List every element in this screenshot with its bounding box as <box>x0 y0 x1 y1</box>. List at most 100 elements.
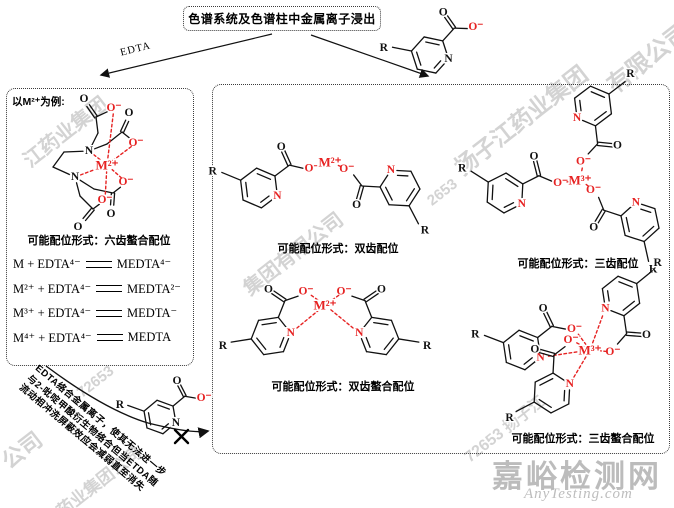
equilibrium-sign <box>96 309 123 317</box>
edta-panel-box <box>6 88 194 366</box>
ominus-atom-label: O⁻ <box>468 21 483 33</box>
o-atom-label: O <box>530 344 539 356</box>
ominus-atom-label: O⁻ <box>298 286 313 298</box>
ominus-atom-label: O⁻ <box>106 102 121 114</box>
o-atom-label: O <box>264 283 273 295</box>
ominus-atom-label: O⁻ <box>564 334 579 346</box>
m2-atom-label: M²⁺ <box>318 155 341 170</box>
ominus-atom-label: O⁻ <box>567 323 582 335</box>
n-atom-label: N <box>444 53 453 65</box>
r-atom-label: R <box>423 340 432 352</box>
n-atom-label: N <box>632 196 641 208</box>
equation-rhs: MEDTA <box>127 330 172 345</box>
ominus-atom-label: O⁻ <box>553 177 568 189</box>
o-atom-label: O <box>529 150 538 162</box>
pyridine-carboxylate-ligand: N O O⁻ R <box>335 282 433 356</box>
n-atom-label: N <box>172 417 181 429</box>
equilibrium-sign <box>96 285 123 293</box>
site-watermark-url: AnyTesting.com <box>524 486 633 502</box>
n-atom-label: N <box>566 378 575 390</box>
structure-bidentate-chelate: N O O⁻ R N O O⁻ R M²⁺ <box>217 282 433 356</box>
o-atom-label: O <box>642 329 651 341</box>
equation-rhs: MEDTA⁻ <box>127 306 178 321</box>
blocked-arrow-arc <box>45 365 210 445</box>
title-box: 色谱系统及色谱柱中金属离子浸出 <box>183 6 381 31</box>
ominus-atom-label: O⁻ <box>304 162 319 174</box>
n-atom-label: N <box>601 302 610 314</box>
branch-arrows <box>99 33 430 78</box>
ominus-atom-label: O⁻ <box>97 194 112 206</box>
o-atom-label: O <box>80 93 89 105</box>
m3-atom-label: M³⁺ <box>568 173 591 188</box>
equations-block: M + EDTA⁴⁻ MEDTA⁴⁻ M²⁺ + EDTA⁴⁻ MEDTA²⁻ … <box>13 252 181 350</box>
pyridine-carboxylate-ligand: NOO⁻R <box>338 161 431 237</box>
equation-row: M + EDTA⁴⁻ MEDTA⁴⁻ <box>13 252 181 277</box>
site-watermark: 嘉峪检测网 <box>492 459 662 494</box>
coordination-panel-box <box>212 84 670 454</box>
pyridine-carboxylate-ligand: NOO⁻R <box>571 67 636 170</box>
arrow-to-edta <box>99 33 273 78</box>
pyridine-carboxylate-ligand: N O O⁻ R <box>378 5 485 74</box>
equilibrium-sign <box>85 260 112 268</box>
pyridine-carboxylate-ligand: N O O⁻ R <box>207 139 321 209</box>
caption-hexadentate-chelate: 可能配位形式：六齿螯合配位 <box>27 235 171 247</box>
equation-lhs: M²⁺ + EDTA⁴⁻ <box>13 281 92 296</box>
r-atom-label: R <box>219 340 228 352</box>
diagram-title: 色谱系统及色谱柱中金属离子浸出 <box>188 12 376 26</box>
m2-atom-label: M²⁺ <box>95 158 118 173</box>
n-atom-label: N <box>85 145 94 157</box>
o-atom-label: O <box>74 221 83 233</box>
m3-atom-label: M³⁺ <box>578 343 601 358</box>
o-atom-label: O <box>589 221 598 233</box>
n-atom-label: N <box>355 327 364 339</box>
ominus-atom-label: O⁻ <box>337 286 352 298</box>
r-atom-label: R <box>116 399 125 411</box>
ominus-atom-label: O⁻ <box>605 346 620 358</box>
pyridine-carboxylate-ligand: N O O⁻ R <box>504 332 580 425</box>
r-atom-label: R <box>653 257 662 269</box>
ominus-atom-label: O⁻ <box>576 156 591 168</box>
equation-lhs: M⁴⁺ + EDTA⁴⁻ <box>13 330 92 345</box>
equation-lhs: M + EDTA⁴⁻ <box>13 257 81 272</box>
r-atom-label: R <box>505 412 514 424</box>
n-atom-label: N <box>71 171 80 183</box>
o-atom-label: O <box>173 375 182 387</box>
free-ligand-top: N O O⁻ R <box>378 5 485 74</box>
n-atom-label: N <box>287 327 296 339</box>
n-atom-label: N <box>518 198 527 210</box>
o-atom-label: O <box>125 107 134 119</box>
equilibrium-sign <box>96 334 123 342</box>
equation-rhs: MEDTA²⁻ <box>127 281 181 296</box>
o-atom-label: O <box>539 302 548 314</box>
caption-tridentate: 可能配位形式：三齿配位 <box>517 258 639 270</box>
pyridine-carboxylate-ligand: N O O⁻ R <box>600 256 664 360</box>
n-atom-label: N <box>387 164 396 176</box>
ominus-atom-label: O⁻ <box>586 184 601 196</box>
o-atom-label: O <box>107 208 116 220</box>
o-atom-label: O <box>277 141 286 153</box>
ominus-atom-label: O⁻ <box>339 163 354 175</box>
r-atom-label: R <box>208 166 217 178</box>
o-atom-label: O <box>613 140 622 152</box>
o-atom-label: O <box>377 283 386 295</box>
pyridine-carboxylate-ligand: N O O⁻ R <box>457 149 570 214</box>
ominus-atom-label: O⁻ <box>197 392 212 404</box>
r-atom-label: R <box>421 224 430 236</box>
equation-row: M²⁺ + EDTA⁴⁻ MEDTA²⁻ <box>13 277 181 302</box>
o-atom-label: O <box>439 7 448 19</box>
arrow-to-ligands <box>310 34 430 78</box>
m2-atom-label: M²⁺ <box>313 298 336 313</box>
n-atom-label: N <box>573 112 582 124</box>
r-atom-label: R <box>471 329 480 341</box>
n-atom-label: N <box>273 190 282 202</box>
r-atom-label: R <box>458 163 467 175</box>
pyridine-carboxylate-ligand: N O O⁻ R <box>217 282 315 356</box>
equation-row: M⁴⁺ + EDTA⁴⁻ MEDTA <box>13 326 181 351</box>
r-atom-label: R <box>380 42 389 54</box>
